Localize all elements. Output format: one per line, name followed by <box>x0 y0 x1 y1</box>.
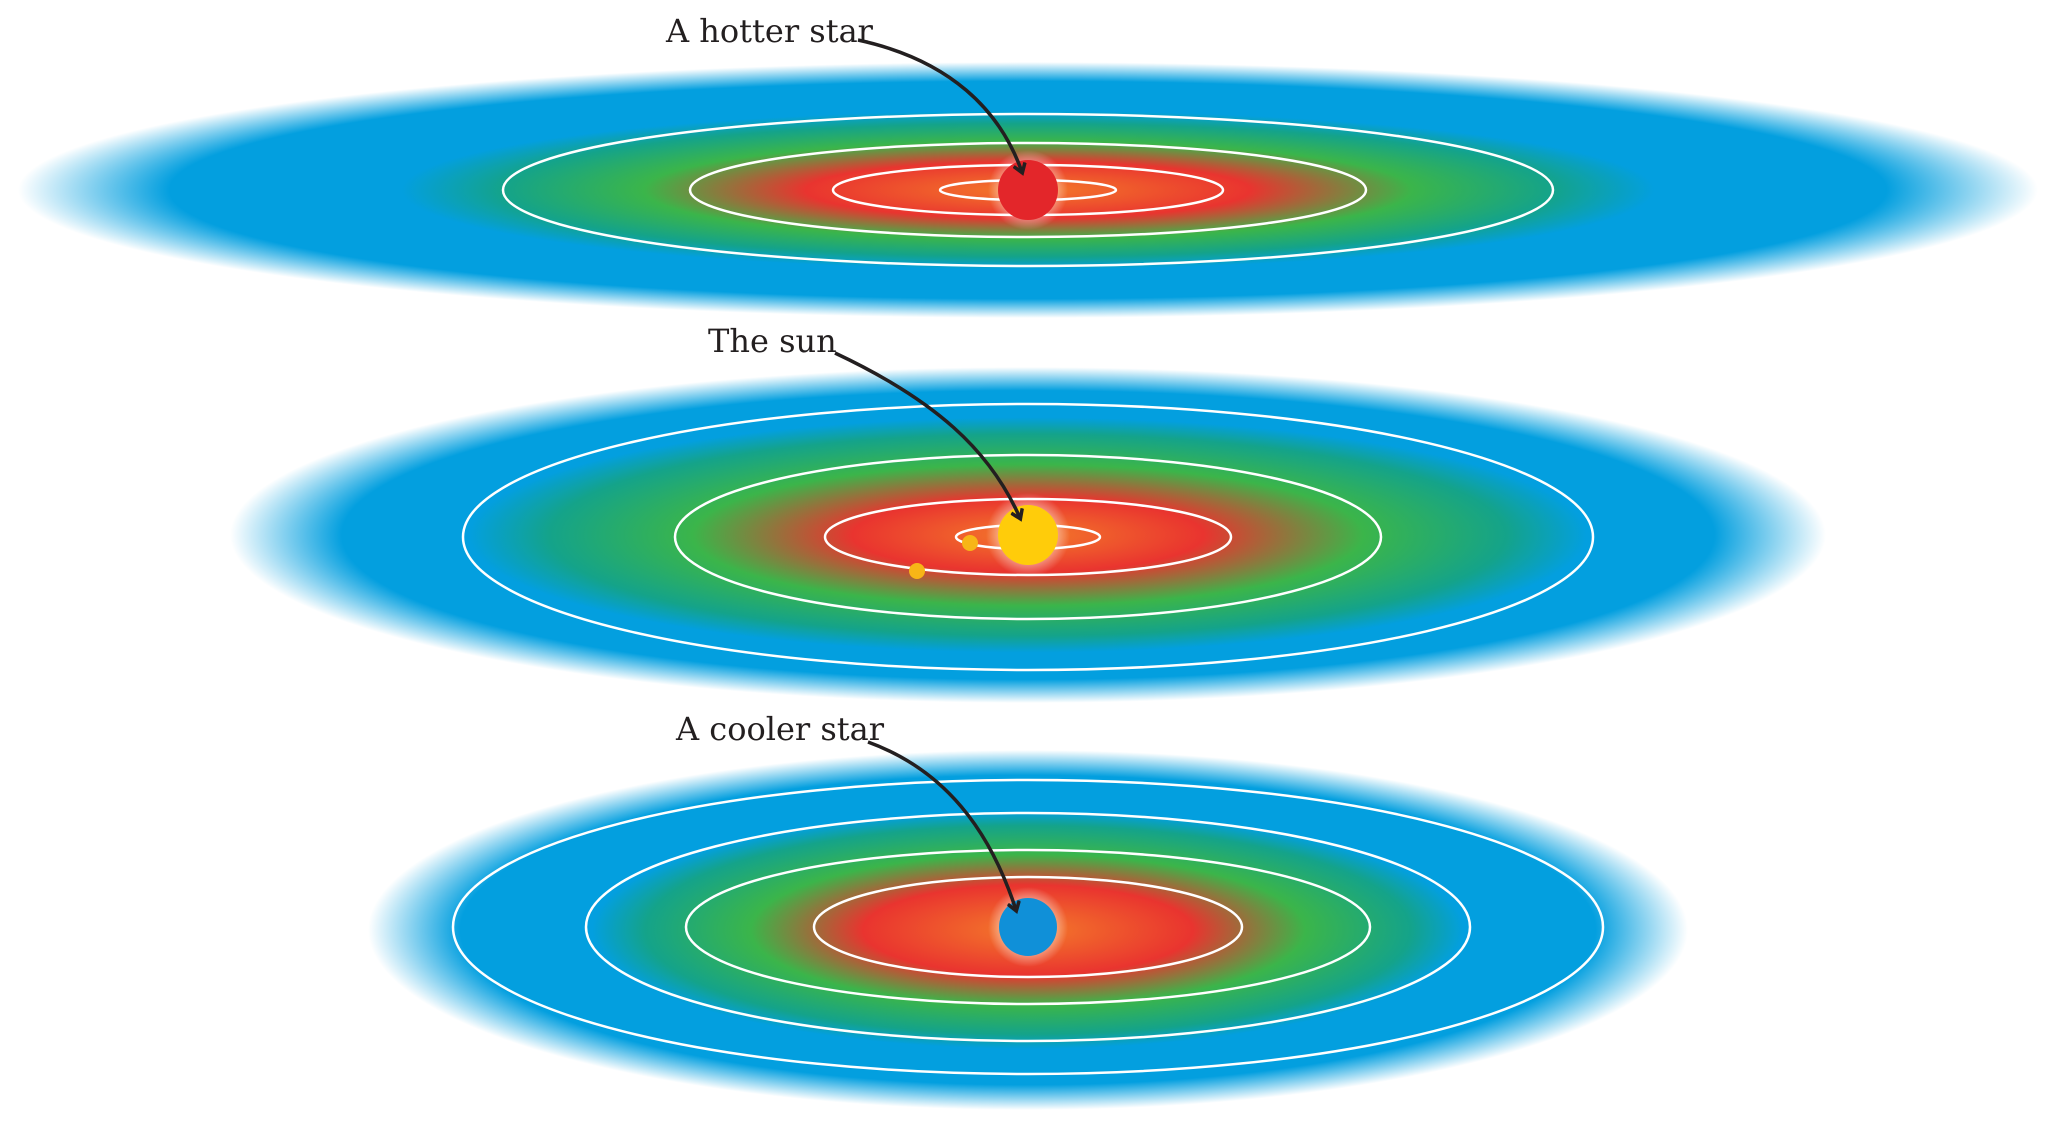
sun-panel <box>230 351 1826 703</box>
orbit <box>684 848 1372 1006</box>
red-star-icon <box>998 160 1058 220</box>
arrow <box>867 740 1016 910</box>
orbit <box>688 141 1368 239</box>
sun-label: The sun <box>708 322 837 360</box>
planet-icon <box>962 535 978 551</box>
planet-icon <box>909 563 925 579</box>
orbit <box>451 778 1605 1076</box>
hotter-star-panel <box>18 38 2038 318</box>
arrow <box>834 351 1020 518</box>
yellow-star-icon <box>998 505 1058 565</box>
blue-star-icon <box>999 898 1057 956</box>
arrow <box>857 38 1022 172</box>
cooler-star-orbits <box>451 778 1605 1076</box>
cooler-star-panel <box>368 740 1688 1110</box>
hotter-star-label: A hotter star <box>666 12 873 50</box>
orbit <box>812 875 1244 979</box>
cooler-star-label: A cooler star <box>676 710 885 748</box>
orbit <box>673 453 1383 621</box>
orbit <box>501 112 1555 268</box>
orbit <box>461 402 1595 672</box>
orbit <box>584 811 1472 1043</box>
